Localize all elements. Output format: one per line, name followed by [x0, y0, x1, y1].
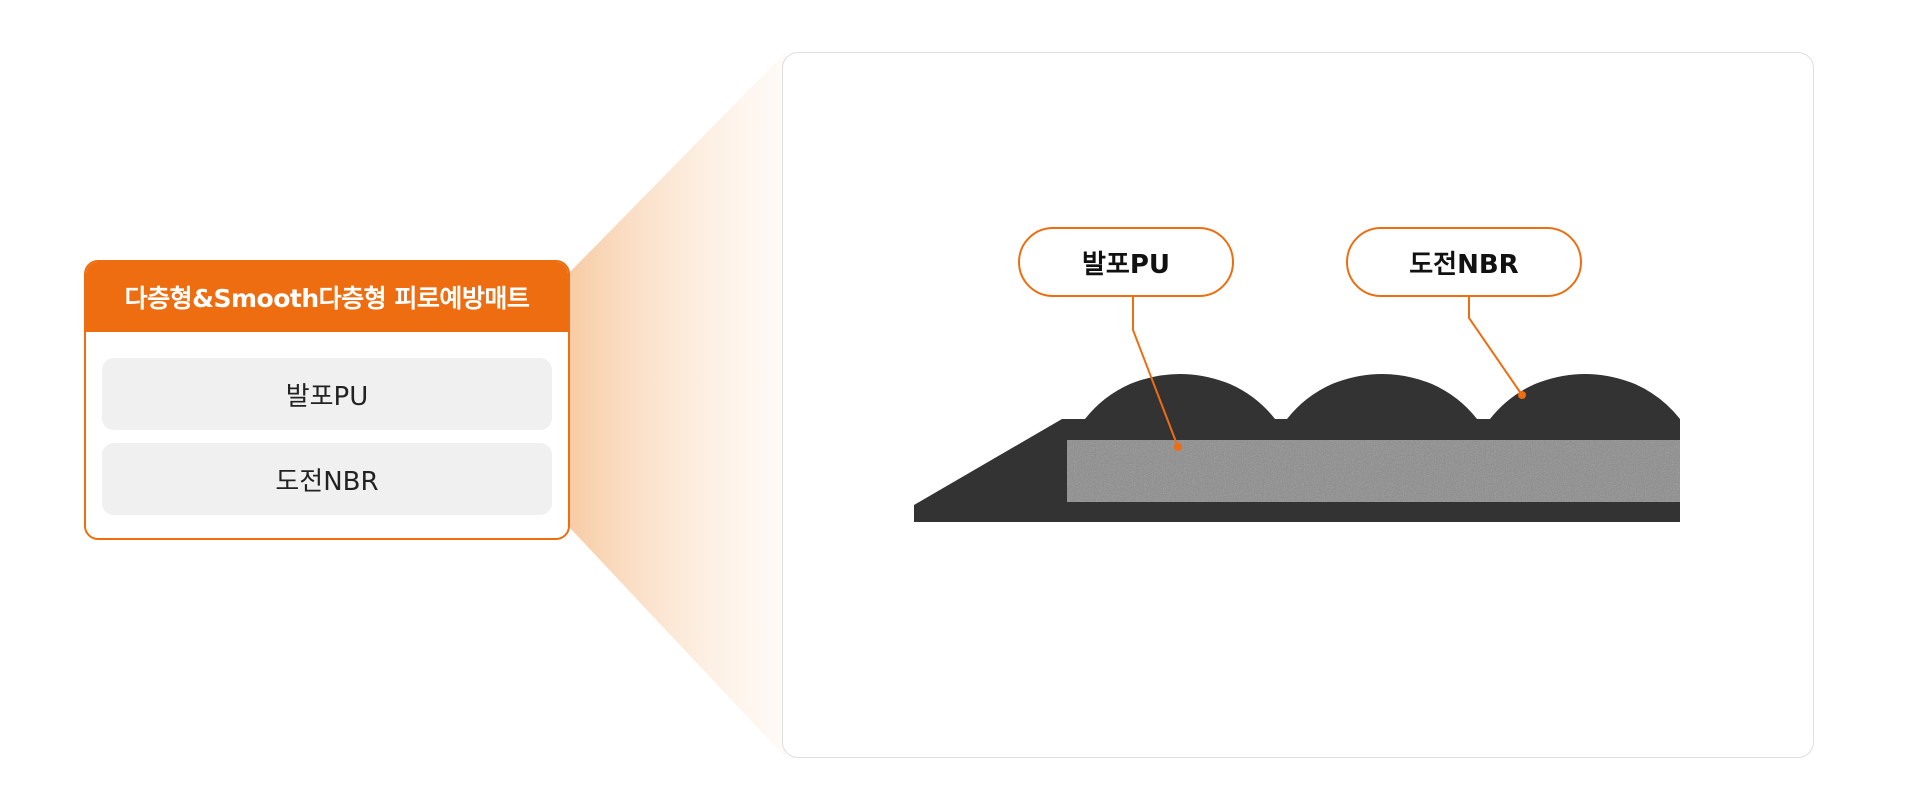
- callout-foam-pu: 발포PU: [1018, 227, 1234, 297]
- callout-leader-pu: [1132, 297, 1179, 448]
- product-title: 다층형&Smooth다층형 피로예방매트: [86, 262, 568, 332]
- foam-pu-core: [1067, 440, 1680, 502]
- callout-leader-nbr: [1468, 297, 1523, 396]
- product-card: 다층형&Smooth다층형 피로예방매트 발포PU 도전NBR: [84, 260, 570, 540]
- callout-dot-pu: [1174, 443, 1182, 451]
- layer-item-foam-pu[interactable]: 발포PU: [102, 358, 552, 430]
- layer-item-conductive-nbr[interactable]: 도전NBR: [102, 443, 552, 515]
- callout-conductive-nbr: 도전NBR: [1346, 227, 1582, 297]
- callout-dot-nbr: [1518, 391, 1526, 399]
